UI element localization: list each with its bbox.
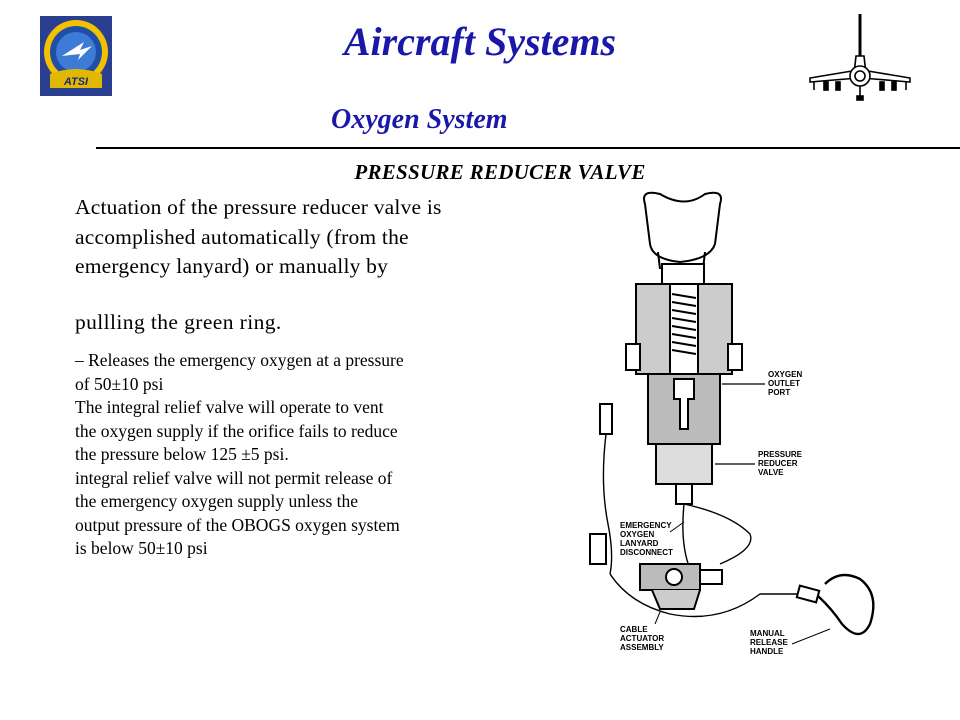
label-emergency-lanyard-3: LANYARD — [620, 539, 659, 548]
aircraft-icon — [809, 14, 911, 101]
detail-line: the pressure below 125 ±5 psi. — [75, 444, 289, 464]
pressure-reducer-valve-diagram: OXYGEN OUTLET PORT PRESSURE REDUCER VALV… — [589, 191, 875, 656]
atsi-logo: ATSI — [40, 16, 112, 96]
label-pressure-reducer-valve-1: PRESSURE — [758, 450, 803, 459]
label-manual-release-1: MANUAL — [750, 629, 785, 638]
label-manual-release-2: RELEASE — [750, 638, 788, 647]
label-pressure-reducer-valve-2: REDUCER — [758, 459, 798, 468]
section-subtitle: Oxygen System — [331, 104, 508, 135]
label-oxygen-outlet-port-3: PORT — [768, 388, 790, 397]
label-emergency-lanyard-1: EMERGENCY — [620, 521, 672, 530]
label-pressure-reducer-valve-3: VALVE — [758, 468, 784, 477]
detail-line: is below 50±10 psi — [75, 538, 208, 558]
label-oxygen-outlet-port-1: OXYGEN — [768, 370, 802, 379]
detail-line: integral relief valve will not permit re… — [75, 467, 393, 488]
label-oxygen-outlet-port-2: OUTLET — [768, 379, 800, 388]
label-emergency-lanyard-2: OXYGEN — [620, 530, 654, 539]
label-cable-actuator-3: ASSEMBLY — [620, 643, 664, 652]
detail-text: – Releases the emergency oxygen at a pre… — [75, 349, 545, 561]
label-manual-release-3: HANDLE — [750, 647, 784, 656]
logo-text: ATSI — [63, 76, 89, 88]
intro-continuation: pullling the green ring. — [75, 310, 282, 334]
detail-line: of 50±10 psi — [75, 373, 164, 394]
detail-line: output pressure of the OBOGS oxygen syst… — [75, 514, 400, 535]
detail-line: The integral relief valve will operate t… — [75, 397, 384, 417]
section-heading: PRESSURE REDUCER VALVE — [354, 160, 646, 184]
label-cable-actuator-2: ACTUATOR — [620, 634, 664, 643]
page-title: Aircraft Systems — [343, 19, 617, 64]
label-emergency-lanyard-4: DISCONNECT — [620, 548, 673, 557]
label-cable-actuator-1: CABLE — [620, 625, 648, 634]
detail-line: the emergency oxygen supply unless the — [75, 491, 359, 511]
intro-paragraph: Actuation of the pressure reducer valve … — [75, 195, 442, 278]
header-divider — [96, 147, 960, 149]
detail-line: the oxygen supply if the orifice fails t… — [75, 420, 398, 441]
detail-line: – Releases the emergency oxygen at a pre… — [75, 350, 404, 370]
